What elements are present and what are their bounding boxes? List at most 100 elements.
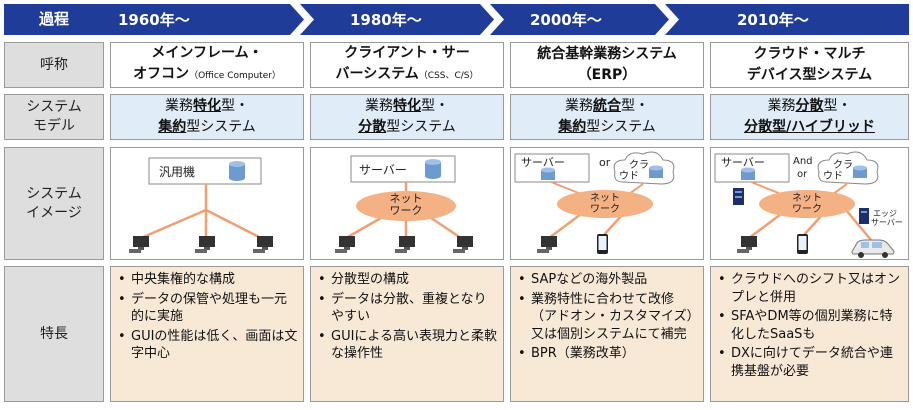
row-label-model-cell: システム モデル (4, 94, 104, 140)
col4-model-pre: 業務 (767, 98, 796, 114)
col2-image-cell: サーバー ネットワーク (310, 147, 504, 260)
col1-image-cell: 汎用機 (110, 147, 304, 260)
col1-features-cell: 中央集権的な構成 データの保管や処理も一元的に実施 GUIの性能は低く、画面は文… (110, 266, 304, 402)
era-label-1980: 1980年～ (350, 11, 422, 29)
col4-network-ellipse (759, 190, 855, 218)
database-icon (541, 167, 555, 180)
col4-model-post: 型・ (823, 98, 852, 114)
col4-cloud-label: クラウド (823, 159, 853, 182)
era-label-2000: 2000年～ (530, 11, 602, 29)
database-icon (741, 167, 755, 180)
col1-name: メインフレーム・ オフコン (133, 45, 263, 82)
smartphone-icon (797, 234, 808, 254)
col2-network-ellipse (356, 191, 456, 221)
col2-model-l2-bold: 分散 (358, 119, 387, 135)
list-item: BPR（業務改革） (517, 345, 699, 363)
col1-features-list: 中央集権的な構成 データの保管や処理も一元的に実施 GUIの性能は低く、画面は文… (117, 271, 299, 363)
col2-model-bold: 特化 (393, 98, 421, 114)
col3-server-label: サーバー (521, 156, 565, 169)
era-arrow-band (104, 4, 909, 35)
col2-network-label: ネットワーク (390, 192, 423, 217)
col2-features-list: 分散型の構成 データは分散、重複となりやすい GUIによる高い表現力と柔軟な操作… (317, 271, 499, 363)
col2-server-label: サーバー (359, 163, 407, 177)
col3-model-l2-bold: 集約 (558, 119, 587, 135)
pc-icon (253, 236, 273, 253)
pc-icon (537, 236, 557, 253)
car-icon (851, 239, 895, 258)
col2-name: クライアント・サー バーシステム (335, 45, 470, 82)
era-label-1960: 1960年～ (118, 11, 190, 29)
row-label-model: システム モデル (26, 99, 82, 134)
row-label-name: 呼称 (40, 56, 68, 73)
row-label-name-cell: 呼称 (4, 42, 104, 88)
smartphone-icon (597, 234, 608, 254)
col3-model-l2-post: 型システム (586, 119, 656, 135)
col4-model-bold: 分散 (795, 98, 824, 114)
list-item: クラウドへのシフト又はオンプレと併用 (717, 271, 904, 306)
col3-connector: or (599, 156, 611, 169)
list-item: GUIによる高い表現力と柔軟な操作性 (317, 328, 499, 363)
col1-model-l2-bold: 集約 (158, 119, 187, 135)
list-item: データは分散、重複となりやすい (317, 291, 499, 326)
list-item: DXに向けてデータ統合や連携基盤が必要 (717, 345, 904, 380)
list-item: SFAやDM等の個別業務に特化したSaaSも (717, 308, 904, 343)
row-label-features: 特長 (40, 325, 68, 342)
era-arrow-1 (104, 4, 304, 35)
col4-edge-label: エッジサーバー (871, 209, 903, 227)
col3-diagram: サーバー or クラウド ネットワーク (514, 151, 675, 254)
col1-name-cell: メインフレーム・ オフコン（Office Computer） (110, 42, 304, 88)
col3-name-cell: 統合基幹業務システム （ERP） (510, 42, 704, 88)
col1-diagram: 汎用機 (129, 157, 273, 253)
database-icon (425, 159, 441, 179)
pc-icon (129, 236, 149, 253)
col3-model-bold: 統合 (593, 98, 621, 114)
col4-model-l2-bold: 分散型/ハイブリッド (744, 119, 875, 135)
pc-icon (453, 236, 473, 253)
col3-name: 統合基幹業務システム （ERP） (537, 46, 677, 83)
list-item: 分散型の構成 (317, 271, 499, 289)
pc-icon (737, 236, 757, 253)
list-item: データの保管や処理も一元的に実施 (117, 291, 299, 326)
row-label-image: システム イメージ (26, 185, 82, 221)
row-label-image-cell: システム イメージ (4, 147, 104, 260)
col2-model-cell: 業務特化型・分散型システム (310, 94, 504, 140)
col2-model-post: 型・ (421, 98, 449, 114)
database-icon (853, 165, 867, 178)
edge-server-icon (733, 188, 744, 205)
col3-cloud-label: クラウド (619, 159, 649, 182)
era-label-2010: 2010年～ (737, 11, 809, 29)
header-label-cell: 過程 (4, 4, 104, 35)
header-label: 過程 (38, 10, 69, 28)
list-item: 業務特性に合わせて改修（アドオン・カスタマイズ）又は個別システムにて補完 (517, 291, 699, 344)
col1-model-bold: 特化 (193, 98, 221, 114)
era-arrow-3 (490, 4, 669, 35)
list-item: SAPなどの海外製品 (517, 271, 699, 289)
era-arrow-2 (300, 4, 494, 35)
col2-name-cell: クライアント・サー バーシステム（CSS、C/S） (310, 42, 504, 88)
col3-network-label: ネットワーク (590, 192, 620, 215)
col4-model-cell: 業務分散型・分散型/ハイブリッド (710, 94, 909, 140)
col2-model-l2-post: 型システム (386, 119, 456, 135)
col4-name-cell: クラウド・マルチ デバイス型システム (710, 42, 909, 88)
col4-features-list: クラウドへのシフト又はオンプレと併用 SFAやDM等の個別業務に特化したSaaS… (717, 271, 904, 380)
edge-server-icon (859, 208, 869, 224)
col3-features-cell: SAPなどの海外製品 業務特性に合わせて改修（アドオン・カスタマイズ）又は個別シ… (510, 266, 704, 402)
col4-server-label: サーバー (721, 156, 765, 169)
col1-name-note: （Office Computer） (189, 71, 281, 81)
list-item: GUIの性能は低く、画面は文字中心 (117, 328, 299, 363)
col2-model-pre: 業務 (365, 98, 393, 114)
row-label-features-cell: 特長 (4, 266, 104, 402)
col3-model-pre: 業務 (565, 98, 593, 114)
col4-name: クラウド・マルチ デバイス型システム (746, 46, 873, 83)
col1-model-post: 型・ (221, 98, 249, 114)
list-item: 中央集権的な構成 (117, 271, 299, 289)
col3-features-list: SAPなどの海外製品 業務特性に合わせて改修（アドオン・カスタマイズ）又は個別シ… (517, 271, 699, 363)
col3-model-post: 型・ (621, 98, 649, 114)
col4-network-label: ネットワーク (792, 192, 822, 215)
col1-model-pre: 業務 (165, 98, 193, 114)
col1-mainframe-label: 汎用機 (159, 164, 195, 179)
col2-features-cell: 分散型の構成 データは分散、重複となりやすい GUIによる高い表現力と柔軟な操作… (310, 266, 504, 402)
